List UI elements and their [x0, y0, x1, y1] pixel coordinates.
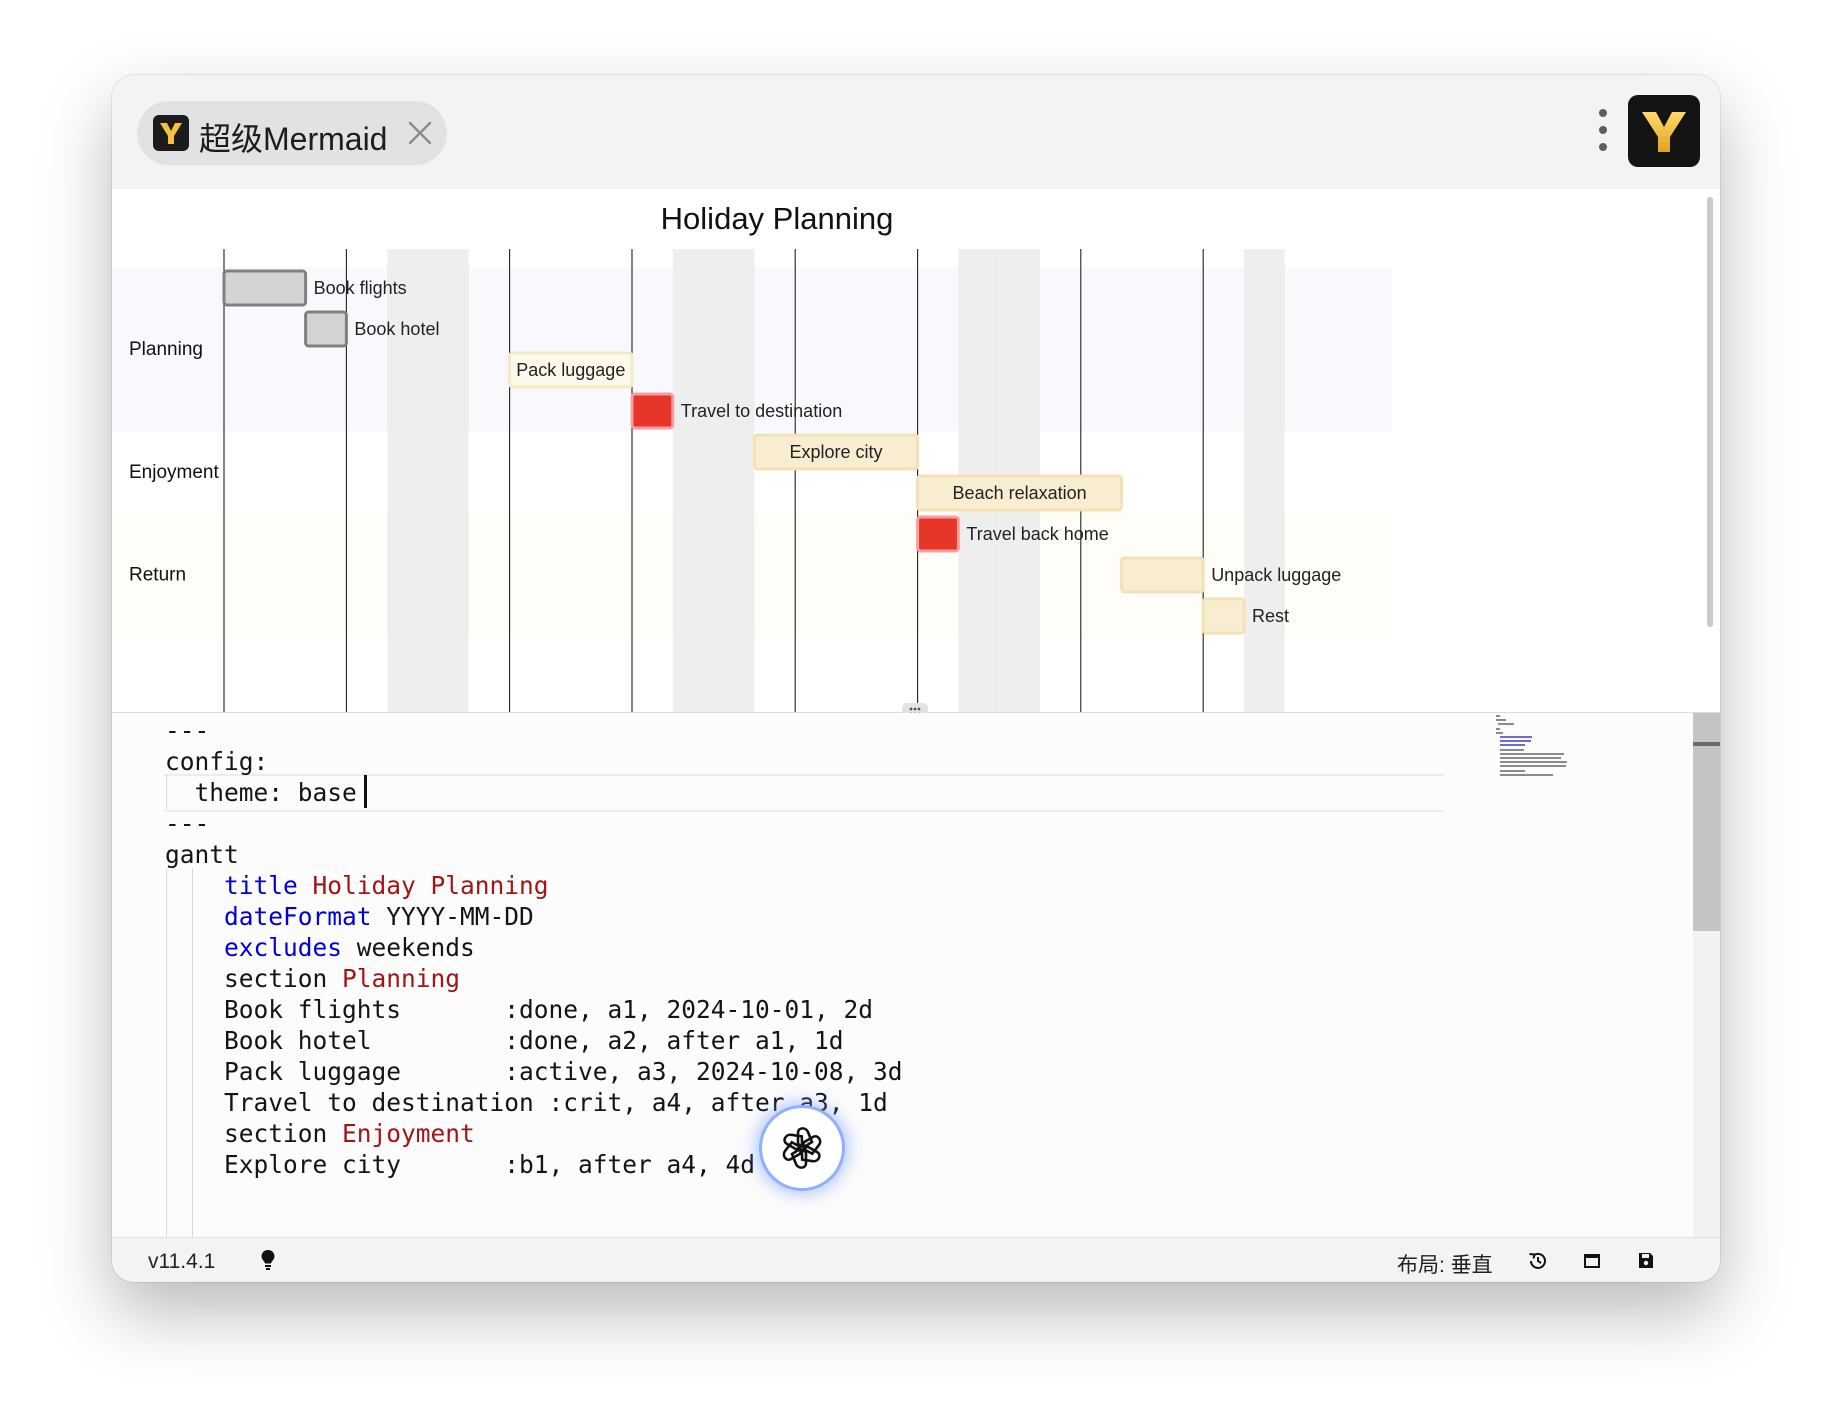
task-bar — [304, 310, 348, 348]
minimap-line — [1498, 723, 1515, 726]
editor-scrollbar-thumb[interactable] — [1693, 713, 1720, 931]
task-label: Travel to destination — [681, 401, 842, 421]
code-line: Pack luggage :active, a3, 2024-10-08, 3d — [165, 1057, 903, 1086]
app-logo-icon[interactable] — [1628, 95, 1700, 167]
section-label: Return — [129, 565, 186, 586]
task-bar — [1120, 556, 1205, 594]
code-line: --- — [165, 716, 210, 745]
indent-guide — [192, 868, 193, 1237]
code-minimap[interactable] — [1496, 713, 1606, 793]
minimap-line — [1500, 752, 1565, 755]
task-bar — [508, 351, 634, 389]
code-editor[interactable]: --- config: theme: base --- gantt title … — [112, 713, 1720, 1237]
current-line-highlight — [164, 774, 1444, 812]
layout-toggle[interactable]: 布局: 垂直 — [1397, 1254, 1493, 1277]
task-bar — [222, 269, 308, 307]
minimap-line — [1496, 715, 1501, 717]
task-bar — [916, 515, 960, 553]
code-line: section Planning — [165, 964, 461, 993]
task-label: Book flights — [314, 278, 407, 298]
title-bar: 超级Mermaid — [112, 75, 1720, 189]
app-logo-icon — [153, 115, 189, 151]
code-line: Book hotel :done, a2, after a1, 1d — [165, 1026, 844, 1055]
task-label: Travel back home — [966, 524, 1108, 544]
version-label: v11.4.1 — [148, 1250, 216, 1273]
indent-guide — [166, 868, 167, 1237]
preview-scrollbar[interactable] — [1707, 197, 1713, 627]
minimap-line — [1500, 757, 1562, 759]
close-icon[interactable] — [405, 118, 435, 148]
code-line: dateFormat YYYY-MM-DD — [224, 902, 534, 931]
weekend-band — [387, 249, 428, 712]
code-line: gantt — [165, 840, 239, 869]
document-tab[interactable]: 超级Mermaid — [137, 101, 447, 165]
task-label: Beach relaxation — [953, 483, 1087, 503]
openai-logo-icon[interactable] — [762, 1108, 842, 1188]
more-vertical-icon[interactable] — [1598, 109, 1608, 153]
maximize-icon[interactable] — [1580, 1249, 1604, 1273]
code-line: Explore city :b1, after a4, 4d — [165, 1150, 756, 1179]
minimap-line — [1500, 765, 1566, 768]
task-bar — [1201, 597, 1246, 635]
minimap-line — [1500, 773, 1553, 776]
code-line: section Enjoyment — [165, 1119, 475, 1148]
task-label: Rest — [1252, 606, 1289, 626]
lightbulb-icon[interactable] — [260, 1249, 276, 1276]
code-line: Travel to destination :crit, a4, after a… — [165, 1088, 888, 1117]
task-bar — [916, 474, 1124, 512]
code-line: excludes weekends — [224, 933, 475, 962]
indent-guide — [166, 775, 167, 809]
weekend-band — [1244, 249, 1285, 712]
weekend-band — [672, 249, 714, 712]
minimap-line — [1496, 727, 1501, 730]
task-bar — [630, 392, 675, 430]
code-line: config: — [165, 747, 269, 776]
section-label: Planning — [129, 339, 203, 360]
tab-title: 超级Mermaid — [199, 121, 388, 157]
weekend-band — [428, 249, 469, 712]
cursor-position-marker — [1693, 742, 1720, 746]
minimap-line — [1500, 740, 1531, 743]
minimap-line — [1500, 744, 1526, 747]
minimap-line — [1500, 769, 1526, 772]
minimap-line — [1500, 748, 1524, 751]
history-icon[interactable] — [1526, 1249, 1550, 1273]
status-bar: v11.4.1 布局: 垂直 — [112, 1237, 1720, 1282]
minimap-line — [1496, 731, 1504, 734]
task-label: Book hotel — [354, 319, 439, 339]
chart-title: Holiday Planning — [661, 201, 894, 236]
section-label: Enjoyment — [129, 462, 219, 483]
task-bar — [752, 433, 920, 471]
save-icon[interactable] — [1634, 1249, 1658, 1273]
code-line: Book flights :done, a1, 2024-10-01, 2d — [165, 995, 874, 1024]
weekend-band — [713, 249, 755, 712]
editor-scrollbar[interactable] — [1693, 713, 1720, 1237]
text-cursor — [364, 775, 367, 808]
code-line: theme: base — [165, 778, 357, 807]
code-line: title Holiday Planning — [224, 871, 549, 900]
task-label: Unpack luggage — [1211, 565, 1341, 585]
minimap-line — [1496, 719, 1507, 722]
task-label: Explore city — [789, 442, 882, 462]
task-label: Pack luggage — [516, 360, 625, 380]
minimap-line — [1500, 761, 1568, 764]
code-line: --- — [165, 809, 210, 838]
minimap-line — [1500, 736, 1533, 738]
